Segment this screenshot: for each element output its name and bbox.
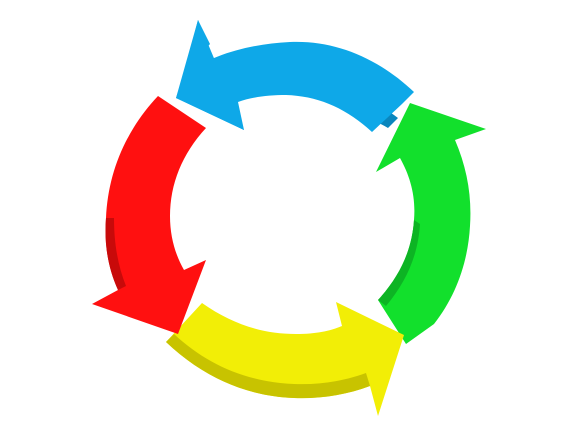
blue-arrow-head [176, 20, 244, 130]
green-arrow [376, 103, 486, 344]
green-arrow-shade [378, 220, 420, 306]
blue-arrow [176, 20, 414, 132]
green-arrow-body [376, 103, 486, 344]
yellow-arrow-shade [166, 334, 370, 399]
red-arrow-shade [105, 218, 126, 290]
yellow-arrow [166, 302, 404, 416]
blue-arrow-body [176, 20, 414, 132]
red-arrow-body [92, 96, 206, 334]
red-arrow [92, 96, 206, 334]
